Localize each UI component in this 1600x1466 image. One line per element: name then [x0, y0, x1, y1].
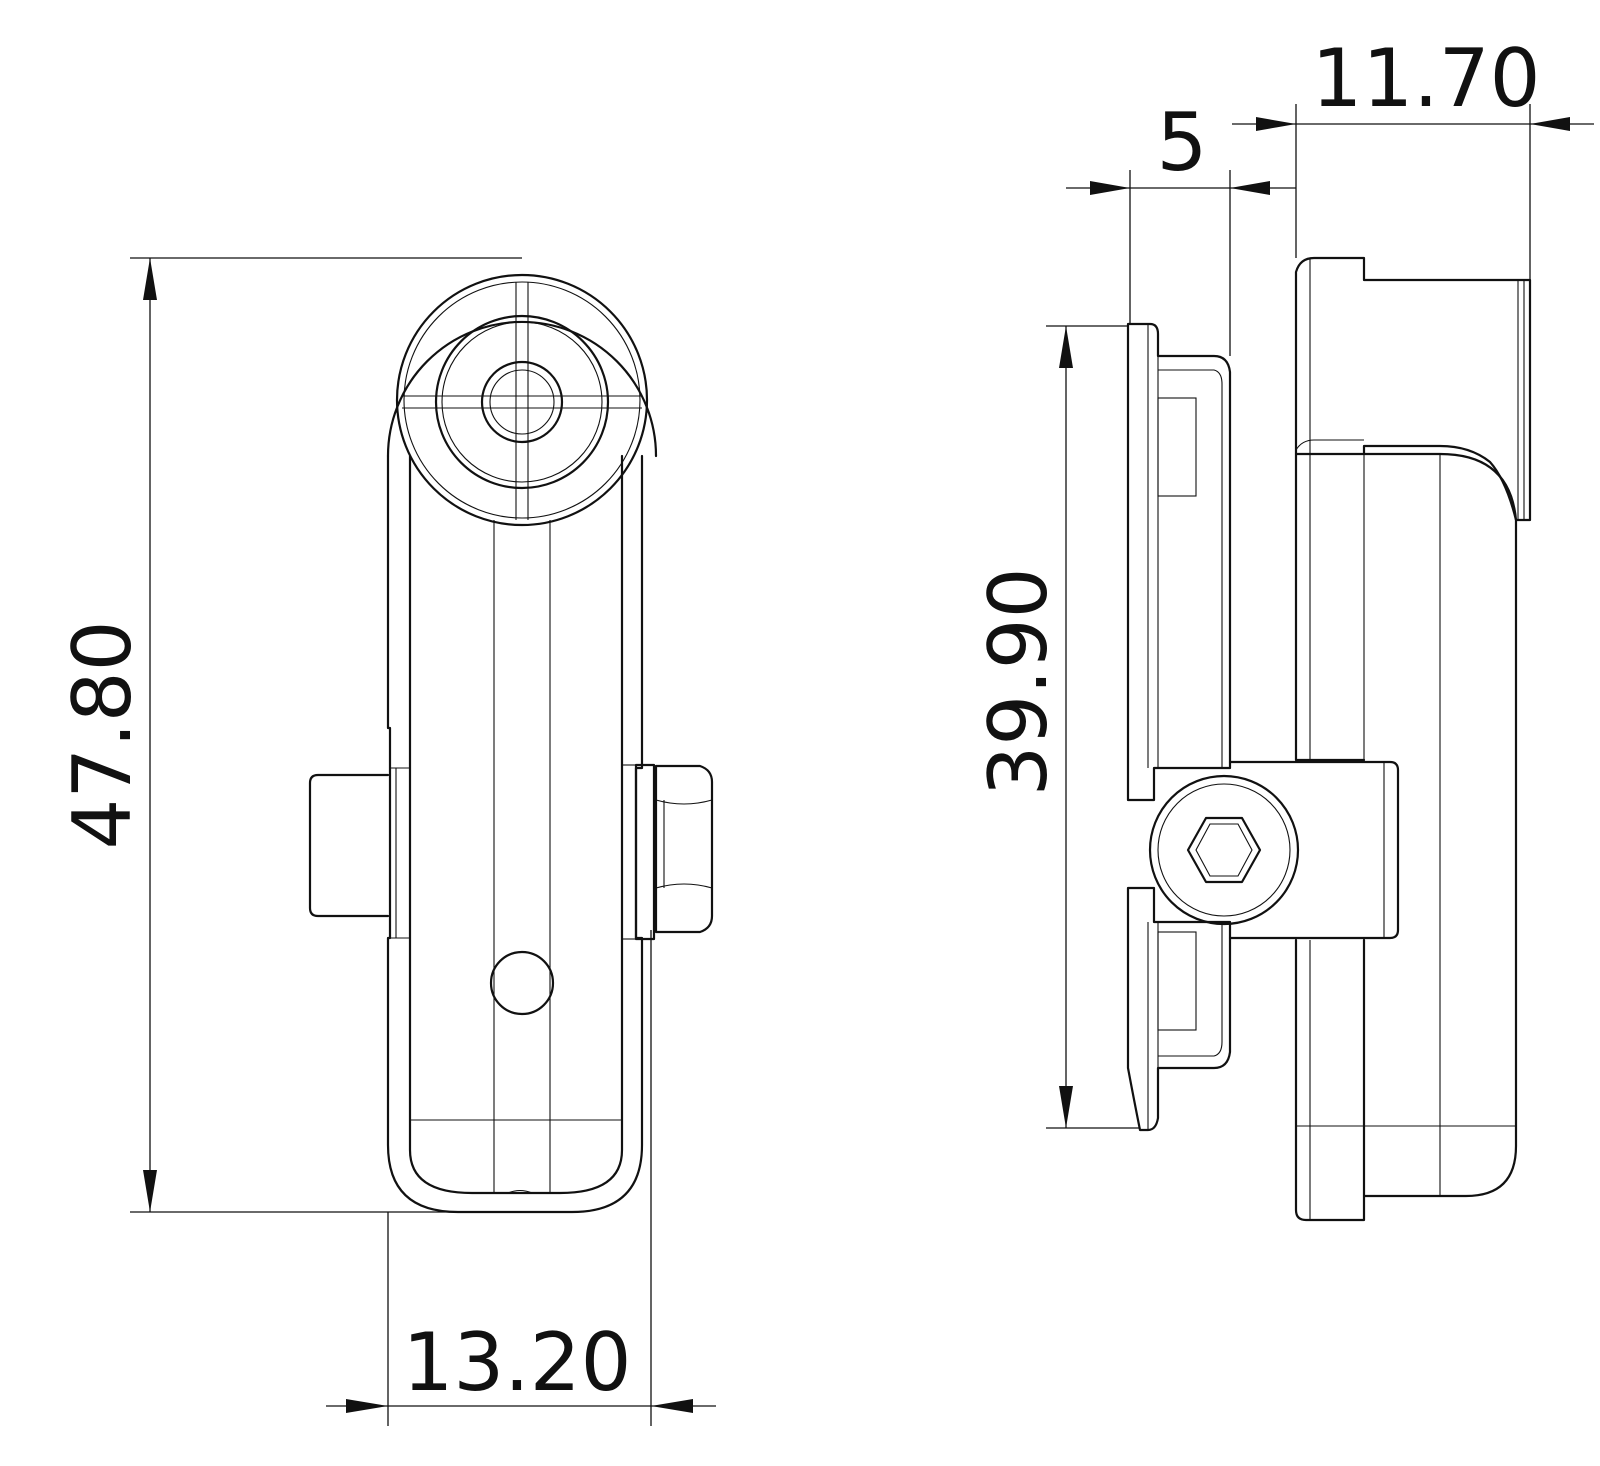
side-view: [1126, 256, 1532, 1222]
front-view: [308, 273, 714, 1214]
side-back-plate-lower: [1126, 886, 1232, 1132]
dim-depth-top: 11.70: [1232, 32, 1594, 280]
side-main-body: [1294, 452, 1518, 1222]
side-hex-socket: [1186, 816, 1262, 884]
dim-offset-top: 5: [1066, 96, 1296, 356]
dim-width-bottom-label: 13.20: [402, 1316, 631, 1409]
front-pin-hole: [489, 950, 555, 1016]
dim-height-left: 47.80: [56, 257, 522, 1213]
dim-width-bottom: 13.20: [326, 930, 716, 1426]
front-hex-nut: [654, 764, 714, 934]
side-back-plate: [1126, 322, 1232, 802]
dim-offset-top-label: 5: [1157, 96, 1208, 189]
front-inner-channel: [408, 454, 624, 1195]
side-main-block: [1294, 256, 1532, 522]
side-clamp-head: [1228, 760, 1400, 940]
front-body-outline: [386, 454, 644, 1214]
level-vial-inner: [480, 360, 564, 444]
side-screw-head: [1148, 774, 1300, 926]
dim-height-left-label: 47.80: [56, 620, 149, 849]
dim-height-right-label: 39.90: [972, 567, 1065, 796]
front-top-cap: [386, 320, 658, 458]
dim-depth-top-label: 11.70: [1311, 32, 1540, 125]
front-left-knob: [308, 773, 390, 918]
dim-height-right: 39.90: [972, 325, 1140, 1129]
level-vial-outer: [434, 314, 610, 490]
